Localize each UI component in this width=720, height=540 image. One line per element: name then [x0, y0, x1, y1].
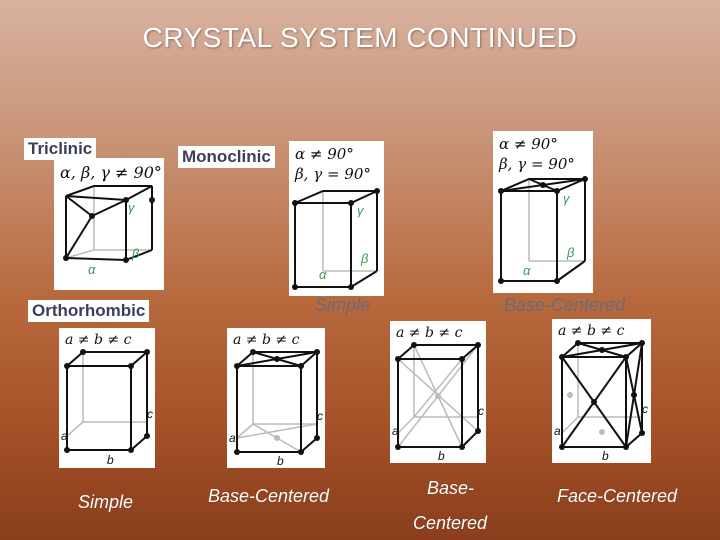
ortho-base-condition: a ≠ b ≠ c	[233, 332, 300, 348]
mono-base-alpha: α	[523, 263, 531, 278]
monoclinic-base-centered-diagram: α ≠ 90° β, γ = 90° γ β α	[493, 131, 593, 293]
caption-body-centered-line2: Centered	[413, 513, 488, 533]
mono-simple-alpha: α	[319, 267, 327, 282]
monoclinic-label: Monoclinic	[178, 146, 275, 168]
ortho-base-c: c	[317, 409, 323, 423]
mono-base-centered-caption: Base-Centered	[504, 295, 626, 315]
ortho-body-b: b	[438, 449, 445, 463]
mono-simple-caption: Simple	[315, 295, 371, 315]
mono-base-gamma: γ	[563, 191, 571, 206]
triclinic-alpha: α	[88, 262, 96, 277]
caption-simple: Simple	[78, 492, 134, 512]
ortho-base-b: b	[277, 454, 284, 468]
ortho-simple-a: a	[61, 429, 68, 443]
triclinic-beta: β	[131, 246, 140, 261]
triclinic-gamma: γ	[128, 200, 136, 215]
caption-body-centered-line1: Base-	[427, 478, 475, 498]
ortho-base-a: a	[229, 431, 236, 445]
ortho-body-c: c	[478, 404, 484, 418]
ortho-face-c: c	[642, 402, 648, 416]
triclinic-label: Triclinic	[24, 138, 97, 160]
monoclinic-simple-diagram: α ≠ 90° β, γ = 90° γ β α	[289, 141, 384, 296]
ortho-face-b: b	[602, 449, 609, 463]
ortho-simple-diagram: a ≠ b ≠ c a b c	[59, 328, 155, 468]
mono-simple-cond1: α ≠ 90°	[295, 145, 354, 163]
triclinic-diagram: α, β, γ ≠ 90° γ β α	[54, 158, 164, 290]
ortho-body-a: a	[392, 424, 399, 438]
mono-simple-cond2: β, γ = 90°	[294, 165, 371, 183]
ortho-simple-b: b	[107, 453, 114, 467]
mono-base-beta: β	[566, 245, 575, 260]
ortho-face-a: a	[554, 424, 561, 438]
orthorhombic-label: Orthorhombic	[28, 300, 150, 322]
slide-title: CRYSTAL SYSTEM CONTINUED	[142, 22, 578, 53]
ortho-body-condition: a ≠ b ≠ c	[396, 325, 463, 341]
ortho-body-centered-diagram: a ≠ b ≠ c a b c	[390, 321, 486, 463]
ortho-face-centered-diagram: a ≠ b ≠ c a b c	[552, 319, 651, 463]
ortho-simple-condition: a ≠ b ≠ c	[65, 332, 132, 348]
triclinic-condition: α, β, γ ≠ 90°	[60, 163, 162, 182]
caption-base-centered: Base-Centered	[208, 486, 330, 506]
mono-base-cond1: α ≠ 90°	[499, 135, 558, 153]
ortho-face-condition: a ≠ b ≠ c	[558, 323, 625, 339]
mono-simple-gamma: γ	[357, 203, 365, 218]
ortho-simple-c: c	[147, 407, 153, 421]
mono-base-cond2: β, γ = 90°	[498, 155, 575, 173]
caption-face-centered: Face-Centered	[557, 486, 678, 506]
mono-simple-beta: β	[360, 251, 369, 266]
ortho-base-centered-diagram: a ≠ b ≠ c a b c	[227, 328, 325, 468]
